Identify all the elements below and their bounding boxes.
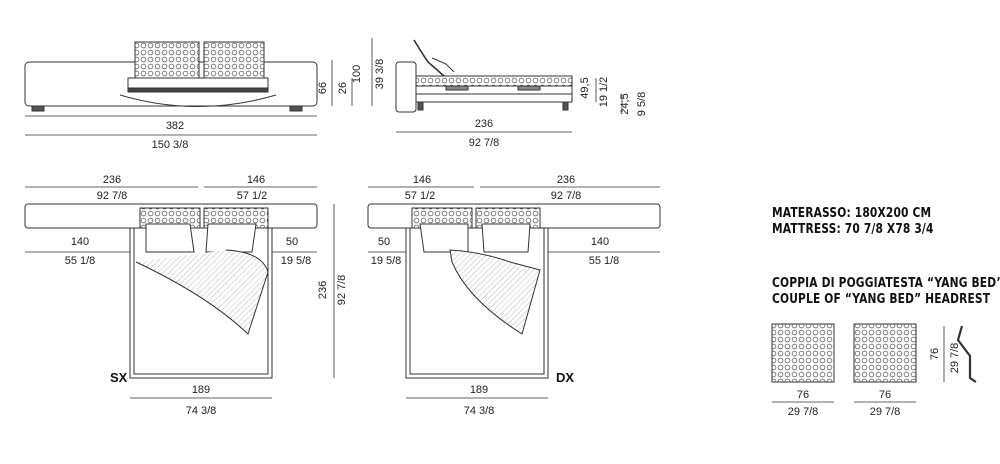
headrest-profile	[956, 325, 977, 383]
front-width-cm: 382	[166, 120, 184, 132]
frame-side	[415, 85, 573, 95]
side-height-19: 19 1/2	[598, 77, 610, 108]
side-height-24: 24,5	[619, 93, 631, 114]
sx-right-cm: 50	[286, 236, 298, 248]
dx-top-head-cm: 146	[413, 174, 431, 186]
plan-sx	[24, 203, 318, 379]
sx-left-cm: 140	[71, 236, 89, 248]
sx-bottom-cm: 189	[192, 384, 210, 396]
front-dims	[25, 38, 373, 136]
sx-top-head-in: 57 1/2	[237, 190, 268, 202]
headrest-note-it: COPPIA DI POGGIATESTA “YANG BED”	[772, 276, 1000, 291]
headrest-1-in: 29 7/8	[788, 406, 819, 418]
duvet-dx	[449, 249, 541, 335]
headrest-dims	[772, 326, 945, 403]
dx-bottom-cm: 189	[470, 384, 488, 396]
sx-bottom-in: 74 3/8	[186, 405, 217, 417]
dx-right-cm: 140	[591, 236, 609, 248]
headrest-2-cm: 76	[879, 389, 891, 401]
sx-right-in: 19 5/8	[281, 255, 312, 267]
plan-dx-dims	[368, 186, 660, 399]
side-dims	[396, 78, 623, 133]
headrest-left-front	[134, 41, 200, 79]
headrest-h-cm: 76	[929, 348, 941, 360]
sx-depth-in: 92 7/8	[336, 275, 348, 306]
dx-label: DX	[556, 370, 574, 385]
frame-curve-front	[119, 94, 277, 107]
front-height-66: 66	[317, 82, 329, 94]
headboard-side	[395, 61, 417, 113]
plan-dx	[367, 203, 661, 379]
side-length-cm: 236	[475, 118, 493, 130]
headrest-right-front	[203, 41, 265, 79]
dx-top-head-in: 57 1/2	[405, 190, 436, 202]
sx-label: SX	[110, 370, 128, 385]
headrest-note-en: COUPLE OF “YANG BED” HEADREST	[772, 292, 991, 307]
pillow-dx-2	[481, 223, 531, 253]
side-view	[395, 39, 573, 113]
front-view	[24, 41, 318, 112]
headrest-detail-1	[771, 323, 835, 383]
front-width-in: 150 3/8	[152, 139, 189, 151]
sx-top-total-cm: 236	[103, 174, 121, 186]
dx-left-cm: 50	[378, 236, 390, 248]
headrest-detail	[771, 323, 977, 383]
mattress-note-it: MATERASSO: 180X200 CM	[772, 206, 932, 221]
sx-top-total-in: 92 7/8	[97, 190, 128, 202]
dx-left-in: 19 5/8	[371, 255, 402, 267]
side-height-49: 49,5	[579, 77, 591, 98]
headrest-2-in: 29 7/8	[870, 406, 901, 418]
side-height-9: 9 5/8	[636, 92, 648, 116]
dx-top-total-cm: 236	[557, 174, 575, 186]
headrest-h-in: 29 7/8	[949, 343, 961, 374]
front-height-100: 100	[351, 65, 363, 83]
side-length-in: 92 7/8	[469, 137, 500, 149]
headrest-detail-2	[853, 323, 917, 383]
headrest-side	[413, 39, 445, 77]
sx-top-head-cm: 146	[247, 174, 265, 186]
sx-left-in: 55 1/8	[65, 255, 96, 267]
front-height-in: 39 3/8	[374, 59, 386, 90]
pillow-sx-2	[205, 223, 257, 253]
headrest-1-cm: 76	[797, 389, 809, 401]
dx-bottom-in: 74 3/8	[464, 405, 495, 417]
sx-depth-cm: 236	[317, 281, 329, 299]
pillow-sx-1	[145, 223, 195, 253]
dx-right-in: 55 1/8	[589, 255, 620, 267]
front-height-26: 26	[337, 82, 349, 94]
mattress-side	[415, 75, 573, 87]
mattress-front	[127, 77, 269, 89]
pillow-dx-1	[419, 223, 469, 253]
mattress-note-en: MATTRESS: 70 7/8 X78 3/4	[772, 222, 934, 237]
dx-top-total-in: 92 7/8	[551, 190, 582, 202]
plan-sx-dims	[25, 186, 335, 399]
duvet-sx	[135, 249, 269, 335]
